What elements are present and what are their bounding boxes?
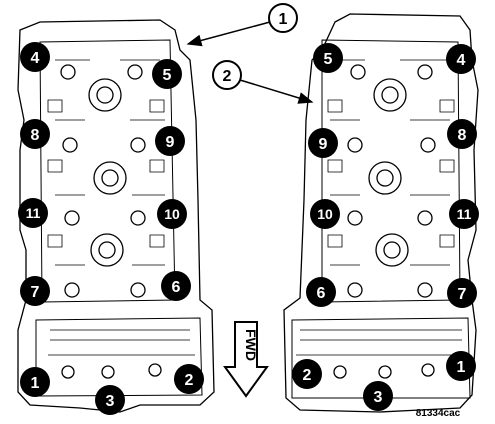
left-cylinder-head [17,19,215,413]
right-bolt-5: 5 [313,43,343,73]
right-bolt-11: 11 [449,199,479,229]
svg-text:9: 9 [319,136,328,153]
right-bolt-7: 7 [447,278,477,308]
svg-text:2: 2 [223,68,232,85]
svg-text:1: 1 [31,375,40,392]
fwd-label: FWD [243,329,259,361]
callout-1: 1 [186,3,298,47]
svg-text:3: 3 [374,389,383,406]
left-head-sequence: 1 2 3 4 5 6 7 8 9 10 11 [18,42,204,415]
left-bolt-5: 5 [152,59,182,89]
left-bolt-10: 10 [157,199,187,229]
svg-text:11: 11 [457,206,472,222]
right-bolt-2: 2 [292,359,322,389]
svg-text:9: 9 [166,134,175,151]
svg-text:1: 1 [457,359,466,376]
svg-text:8: 8 [458,127,467,144]
left-bolt-9: 9 [155,126,185,156]
callout-2: 2 [212,60,314,104]
svg-text:5: 5 [163,67,172,84]
right-bolt-8: 8 [447,119,477,149]
left-bolt-7: 7 [20,276,50,306]
svg-text:2: 2 [185,372,194,389]
leader-arrow-icon [186,21,271,47]
svg-text:7: 7 [31,284,40,301]
svg-text:11: 11 [26,205,41,221]
leader-arrow-icon [239,79,314,104]
left-bolt-4: 4 [20,42,50,72]
svg-text:1: 1 [279,11,288,28]
svg-text:5: 5 [324,51,333,68]
svg-text:4: 4 [457,52,466,69]
svg-text:7: 7 [458,286,467,303]
left-bolt-3: 3 [95,385,125,415]
left-bolt-11: 11 [18,198,48,228]
left-head-outline [17,19,215,413]
right-bolt-3: 3 [363,381,393,411]
svg-text:2: 2 [303,367,312,384]
right-bolt-1: 1 [446,351,476,381]
svg-text:4: 4 [31,50,40,67]
left-bolt-2: 2 [174,364,204,394]
right-bolt-6: 6 [306,277,336,307]
right-bolt-9: 9 [308,128,338,158]
svg-text:10: 10 [164,206,180,222]
right-head-sequence: 1 2 3 4 5 6 7 8 9 10 11 [292,43,479,411]
left-bolt-8: 8 [20,119,50,149]
svg-text:6: 6 [172,279,181,296]
svg-text:6: 6 [317,285,326,302]
svg-text:10: 10 [317,206,333,222]
left-bolt-6: 6 [161,271,191,301]
figure-id: 81334cac [416,408,461,419]
left-bolt-1: 1 [20,367,50,397]
svg-text:3: 3 [106,393,115,410]
right-bolt-10: 10 [310,199,340,229]
fwd-arrow-icon: FWD [223,321,269,398]
svg-text:8: 8 [31,127,40,144]
right-bolt-4: 4 [446,44,476,74]
